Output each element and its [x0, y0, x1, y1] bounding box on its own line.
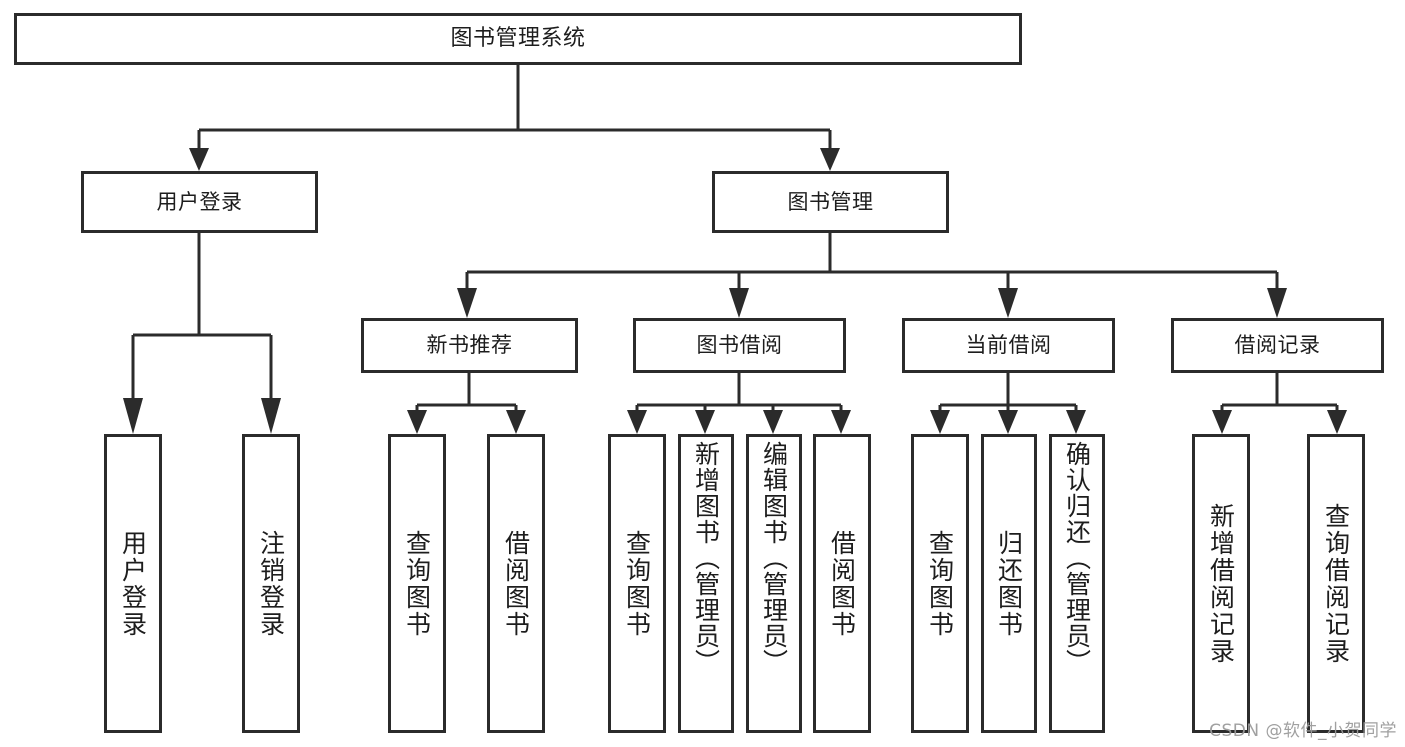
leaf-user-login-login[interactable]: 用户登录 — [104, 434, 162, 733]
arrowhead-level3-2 — [729, 288, 749, 318]
leaf-current-query-book-label: 查询图书 — [925, 529, 955, 638]
leaf-borrow-add-book-admin-label: 新增图书（管理员） — [691, 441, 721, 675]
arrowhead-current-leaf-3 — [1066, 410, 1086, 434]
leaf-current-confirm-return-admin-label: 确认归还（管理员） — [1062, 441, 1092, 675]
arrowhead-newbook-leaf-2 — [506, 410, 526, 434]
node-current-borrow[interactable]: 当前借阅 — [902, 318, 1115, 373]
node-book-borrow[interactable]: 图书借阅 — [633, 318, 846, 373]
node-root-label: 图书管理系统 — [450, 26, 586, 52]
leaf-borrow-query-book[interactable]: 查询图书 — [608, 434, 666, 733]
node-root-book-management-system[interactable]: 图书管理系统 — [14, 13, 1022, 65]
arrowhead-newbook-leaf-1 — [407, 410, 427, 434]
leaf-borrow-borrow-book-label: 借阅图书 — [827, 529, 857, 638]
node-user-login-label: 用户登录 — [156, 189, 243, 214]
leaf-user-login-logout-label: 注销登录 — [256, 529, 286, 638]
node-book-borrow-label: 图书借阅 — [696, 333, 783, 358]
leaf-borrow-edit-book-admin[interactable]: 编辑图书（管理员） — [746, 434, 802, 733]
leaf-current-return-book[interactable]: 归还图书 — [981, 434, 1037, 733]
arrowhead-level3-3 — [998, 288, 1018, 318]
leaf-record-query-borrow-record-label: 查询借阅记录 — [1321, 502, 1351, 665]
arrowhead-current-leaf-2 — [998, 410, 1018, 434]
node-new-book-recommend-label: 新书推荐 — [426, 333, 513, 358]
leaf-borrow-borrow-book[interactable]: 借阅图书 — [813, 434, 871, 733]
node-book-management[interactable]: 图书管理 — [712, 171, 949, 233]
leaf-borrow-add-book-admin[interactable]: 新增图书（管理员） — [678, 434, 734, 733]
leaf-record-add-borrow-record-label: 新增借阅记录 — [1206, 502, 1236, 665]
leaf-borrow-edit-book-admin-label: 编辑图书（管理员） — [759, 441, 789, 675]
node-current-borrow-label: 当前借阅 — [965, 333, 1052, 358]
arrowhead-record-leaf-2 — [1327, 410, 1347, 434]
arrowhead-record-leaf-1 — [1212, 410, 1232, 434]
leaf-newbook-borrow-book[interactable]: 借阅图书 — [487, 434, 545, 733]
arrowhead-borrow-leaf-1 — [627, 410, 647, 434]
node-new-book-recommend[interactable]: 新书推荐 — [361, 318, 578, 373]
leaf-current-return-book-label: 归还图书 — [994, 529, 1024, 638]
arrowhead-book-manage — [820, 148, 840, 171]
arrowhead-level3-4 — [1267, 288, 1287, 318]
node-user-login[interactable]: 用户登录 — [81, 171, 318, 233]
arrowhead-borrow-leaf-2 — [695, 410, 715, 434]
arrowhead-borrow-leaf-4 — [831, 410, 851, 434]
leaf-record-query-borrow-record[interactable]: 查询借阅记录 — [1307, 434, 1365, 733]
leaf-current-confirm-return-admin[interactable]: 确认归还（管理员） — [1049, 434, 1105, 733]
arrowhead-level3-1 — [457, 288, 477, 318]
arrowhead-current-leaf-1 — [930, 410, 950, 434]
leaf-borrow-query-book-label: 查询图书 — [622, 529, 652, 638]
leaf-current-query-book[interactable]: 查询图书 — [911, 434, 969, 733]
csdn-watermark: CSDN @软件_小贺同学 — [1209, 721, 1397, 741]
arrowhead-borrow-leaf-3 — [763, 410, 783, 434]
leaf-newbook-query-book-label: 查询图书 — [402, 529, 432, 638]
node-book-management-label: 图书管理 — [787, 189, 874, 214]
node-borrow-record[interactable]: 借阅记录 — [1171, 318, 1384, 373]
leaf-record-add-borrow-record[interactable]: 新增借阅记录 — [1192, 434, 1250, 733]
arrowhead-user-login-leaf-2 — [261, 398, 281, 434]
leaf-newbook-query-book[interactable]: 查询图书 — [388, 434, 446, 733]
node-borrow-record-label: 借阅记录 — [1234, 333, 1321, 358]
leaf-newbook-borrow-book-label: 借阅图书 — [501, 529, 531, 638]
leaf-user-login-logout[interactable]: 注销登录 — [242, 434, 300, 733]
leaf-user-login-login-label: 用户登录 — [118, 529, 148, 638]
arrowhead-user-login — [189, 148, 209, 171]
arrowhead-user-login-leaf-1 — [123, 398, 143, 434]
